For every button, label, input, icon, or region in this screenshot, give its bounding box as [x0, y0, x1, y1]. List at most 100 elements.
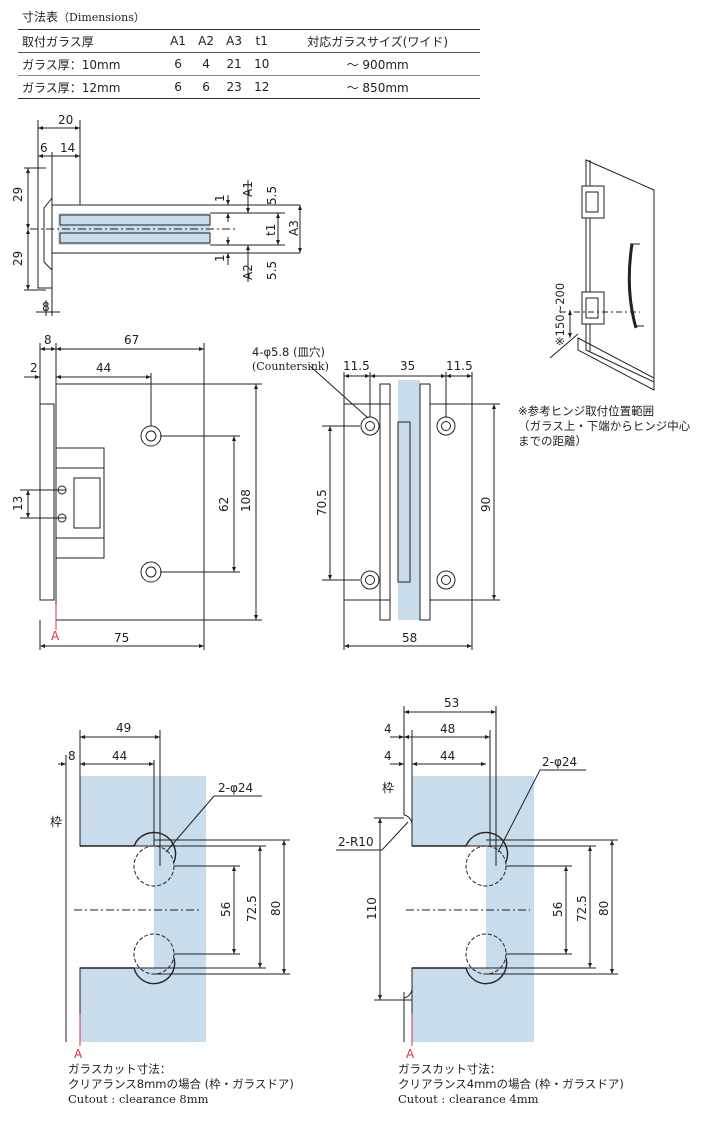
dim-label: 6 [40, 141, 48, 155]
datum-label: A [406, 1047, 415, 1061]
dim-label: 29 [11, 251, 25, 266]
cutout-4mm-caption: ガラスカット寸法： クリアランス4mmの場合 (枠・ガラスドア) Cutout … [398, 1062, 624, 1107]
header-a2: A2 [198, 34, 214, 48]
front-hinge-inner [73, 477, 101, 529]
table-header-row: 取付ガラス厚 A1 A2 A3 t1 対応ガラスサイズ(ワイド) [18, 29, 480, 53]
top-spine-right [419, 383, 431, 621]
dim-label: 72.5 [575, 895, 589, 922]
dim-label: 53 [444, 696, 459, 710]
top-pin [397, 421, 411, 583]
dim-label: 44 [96, 361, 111, 375]
iso-view [549, 159, 655, 391]
iso-range-label: ※150~200 [553, 283, 567, 346]
dimensions-table: 取付ガラス厚 A1 A2 A3 t1 対応ガラスサイズ(ワイド) ガラス厚：10… [18, 29, 480, 99]
table-cell: ～ 850mm [346, 80, 409, 95]
iso-note-line: （ガラス上・下端からヒンジ中心 [518, 419, 691, 433]
iso-handle [627, 243, 638, 329]
cutout-8-leader [165, 795, 215, 853]
cutout-4-leader [381, 821, 409, 851]
top-glass [398, 380, 420, 620]
dim-label: 20 [58, 113, 73, 127]
dim-label: 70.5 [315, 489, 329, 516]
front-wall-plate [39, 403, 55, 601]
caption-line-en: Cutout : clearance 8mm [68, 1092, 209, 1106]
iso-hinge-top [581, 185, 605, 219]
caption-line: クリアランス4mmの場合 (枠・ガラスドア) [398, 1077, 624, 1091]
top-hole [436, 570, 456, 590]
table-row: ガラス厚：10mm 6 4 21 10 ～ 900mm [18, 53, 480, 76]
header-a1: A1 [170, 34, 186, 48]
top-spine-left [379, 383, 391, 621]
hole-label: 4-φ5.8 (皿穴) [252, 345, 325, 359]
header-glass-size: 対応ガラスサイズ(ワイド) [307, 34, 449, 49]
dim-label: 80 [269, 901, 283, 916]
cutout-4-frame-notch [403, 814, 413, 999]
table-cell: 23 [226, 80, 242, 94]
dim-label: 56 [551, 902, 565, 917]
dim-label: 58 [402, 631, 417, 645]
cutout-8mm-caption: ガラスカット寸法： クリアランス8mmの場合 (枠・ガラスドア) Cutout … [68, 1062, 294, 1107]
dim-label: 75 [114, 631, 129, 645]
table-cell: ガラス厚：12mm [22, 80, 121, 95]
table-title: 寸法表（Dimensions） [22, 8, 145, 25]
table-cell: 6 [202, 80, 210, 94]
caption-line: ガラスカット寸法： [398, 1062, 502, 1076]
cutout-4-leader [497, 769, 541, 853]
header-glass-thickness: 取付ガラス厚 [22, 34, 94, 49]
header-t1: t1 [255, 34, 268, 48]
cutout-4mm-labels: 53 4 48 4 44 56 72.5 80 110 枠 2-φ24 2-R1… [338, 696, 611, 1061]
radius-label: 2-R10 [338, 835, 374, 849]
table-cell: 6 [174, 80, 182, 94]
table-cell: 21 [226, 57, 242, 71]
header-a3: A3 [226, 34, 242, 48]
top-hole-inner [365, 421, 375, 431]
dim-label: 8 [44, 333, 52, 347]
dim-label: 5.5 [265, 186, 279, 205]
dim-label: A2 [241, 264, 255, 280]
cutout-4-notch [412, 831, 509, 985]
iso-floor [549, 333, 655, 391]
iso-hinge-top-inner [585, 191, 599, 213]
caption-line-en: Cutout : clearance 4mm [398, 1092, 539, 1106]
front-hinge-knuckle [55, 447, 105, 559]
front-view [20, 343, 262, 650]
caption-line: クリアランス8mmの場合 (枠・ガラスドア) [68, 1077, 294, 1091]
dim-label: 62 [217, 497, 231, 512]
dim-label: 44 [440, 749, 455, 763]
dim-label: 72.5 [245, 895, 259, 922]
cutout-8-glass [80, 776, 206, 1042]
side-plate [37, 196, 53, 289]
frame-label: 枠 [382, 781, 394, 795]
dim-label: 4 [384, 749, 392, 763]
dim-label: 11.5 [343, 359, 370, 373]
dim-label: 35 [400, 359, 415, 373]
dim-label: 5.5 [265, 261, 279, 280]
top-hole [436, 416, 456, 436]
cutout-8mm [58, 730, 290, 1046]
dim-label: 14 [60, 141, 75, 155]
table-title-jp: 寸法表 [22, 10, 59, 24]
top-plate-left [343, 403, 391, 601]
dim-label: 1 [213, 194, 227, 202]
top-hole [360, 416, 380, 436]
dim-label: 11.5 [446, 359, 473, 373]
top-hole [360, 570, 380, 590]
table-cell: 10 [254, 57, 270, 71]
datum-label: A [51, 629, 60, 643]
datum-label: A [74, 1047, 83, 1061]
dim-label: 90 [479, 497, 493, 512]
top-view [309, 365, 500, 650]
side-clamp-inner-2 [59, 232, 211, 244]
dim-label: A3 [287, 220, 301, 236]
dim-label: 80 [597, 901, 611, 916]
table-cell: ガラス厚：10mm [22, 57, 121, 72]
dim-label: 108 [239, 489, 253, 512]
table-title-en: （Dimensions） [58, 11, 145, 24]
hole-label: 2-φ24 [218, 781, 253, 795]
dim-label: A1 [241, 181, 255, 197]
front-view-labels: 8 67 2 44 13 62 108 75 A [11, 333, 253, 645]
table-row: ガラス厚：12mm 6 6 23 12 ～ 850mm [18, 76, 480, 99]
table-cell: 6 [174, 57, 182, 71]
iso-note: ※参考ヒンジ取付位置範囲 （ガラス上・下端からヒンジ中心 までの距離） [518, 404, 690, 449]
